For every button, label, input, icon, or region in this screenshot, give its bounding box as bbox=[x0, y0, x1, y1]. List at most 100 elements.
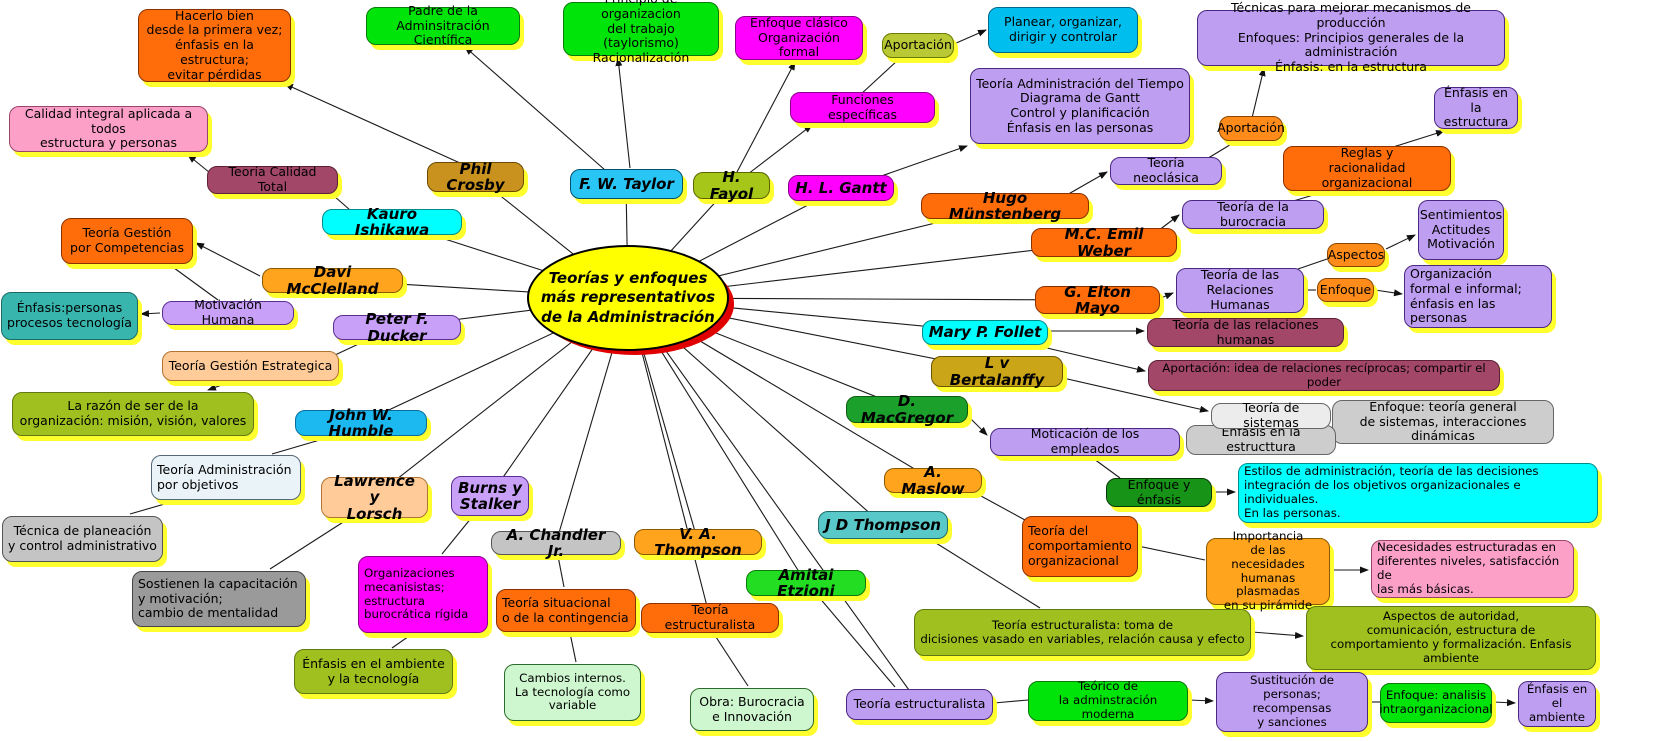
edge-line bbox=[1251, 631, 1304, 639]
node-tecnicas[interactable]: Técnicas para mejorar mecanismos de prod… bbox=[1197, 0, 1505, 74]
edge-line bbox=[391, 633, 413, 649]
node-enfasis-ambiente-tec[interactable]: Énfasis en el ambiente y la tecnología bbox=[294, 649, 453, 694]
node-gestion-competencias[interactable]: Teoría Gestión por Competencias bbox=[61, 218, 193, 264]
node-aspectos-autoridad[interactable]: Aspectos de autoridad, comunicación, est… bbox=[1306, 606, 1596, 670]
node-calidad-integral[interactable]: Calidad integral aplicada a todos estruc… bbox=[9, 106, 208, 152]
node-obra[interactable]: Obra: Burocracia e Innovación bbox=[690, 688, 814, 731]
edge-line bbox=[464, 46, 606, 171]
node-reglas[interactable]: Reglas y racionalidad organizacional bbox=[1283, 146, 1451, 191]
node-teoria-tiempo[interactable]: Teoría Administración del Tiempo Diagram… bbox=[970, 68, 1190, 144]
node-maslow[interactable]: A. Maslow bbox=[884, 464, 982, 497]
node-importancia[interactable]: Importancia de las necesidades humanas p… bbox=[1206, 529, 1330, 612]
node-enfasis-ambiente2[interactable]: Énfasis en el ambiente bbox=[1518, 681, 1596, 727]
edge-line bbox=[333, 195, 351, 211]
node-necesidades[interactable]: Necesidades estructuradas en diferentes … bbox=[1371, 540, 1574, 598]
node-comportamiento[interactable]: Teoría del comportamiento organizacional bbox=[1022, 516, 1138, 577]
node-follet[interactable]: Mary P. Follet bbox=[922, 320, 1048, 345]
node-estilos[interactable]: Estilos de administración, teoría de las… bbox=[1238, 463, 1598, 523]
node-cambios[interactable]: Cambios internos. La tecnología como var… bbox=[504, 664, 641, 721]
node-fayol[interactable]: H. Fayol bbox=[693, 169, 770, 202]
node-funciones[interactable]: Funciones específicas bbox=[790, 92, 935, 123]
node-hacerlo[interactable]: Hacerlo bien desde la primera vez; énfas… bbox=[138, 8, 291, 82]
node-burns[interactable]: Burns y Stalker bbox=[451, 476, 529, 516]
node-aportacion-top[interactable]: Aportación bbox=[882, 33, 954, 58]
node-sustitucion[interactable]: Sustitución de personas; recompensas y s… bbox=[1216, 672, 1368, 732]
node-enfoque-general[interactable]: Enfoque: teoría general de sistemas, int… bbox=[1332, 399, 1554, 444]
edge-line bbox=[1389, 130, 1445, 149]
node-neoclasica[interactable]: Teoría neoclásica bbox=[1110, 155, 1222, 185]
central-topic[interactable]: Teorías y enfoques más representativos d… bbox=[527, 245, 729, 351]
node-ishikawa[interactable]: Kauro Ishikawa bbox=[322, 205, 462, 238]
node-lawrence[interactable]: Lawrence y Lorsch bbox=[321, 473, 428, 522]
node-enfoque-clasico[interactable]: Enfoque clásico Organización formal bbox=[735, 15, 863, 60]
node-org-formal[interactable]: Organización formal e informal; énfasis … bbox=[1404, 265, 1552, 328]
node-calidad-total[interactable]: Teoría Calidad Total bbox=[207, 164, 338, 194]
edge-line bbox=[169, 264, 219, 301]
node-estructuralista-purple[interactable]: Teoría estructuralista bbox=[846, 689, 993, 720]
node-teorico[interactable]: Teórico de la adminstración moderna bbox=[1028, 679, 1188, 721]
node-enfoque-analisis[interactable]: Enfoque: analisis intraorganizacional bbox=[1379, 683, 1493, 723]
node-principio[interactable]: Principio de organizacion del trabajo (t… bbox=[563, 0, 719, 65]
node-vathompson[interactable]: V. A. Thompson bbox=[634, 525, 762, 558]
node-situacional[interactable]: Teoría situacional o de la contingencia bbox=[496, 589, 636, 632]
edge-line bbox=[736, 61, 796, 173]
node-rel-humanas2[interactable]: Teoría de las relaciones humanas bbox=[1147, 317, 1344, 347]
edge-line bbox=[817, 595, 896, 688]
node-mcclelland[interactable]: Davi McClelland bbox=[262, 264, 403, 297]
edge-line bbox=[1188, 697, 1214, 705]
node-ducker[interactable]: Peter F. Ducker bbox=[333, 311, 461, 344]
node-razon[interactable]: La razón de ser de la organización: misi… bbox=[12, 392, 254, 436]
node-chandler[interactable]: A. Chandler Jr. bbox=[491, 526, 621, 559]
node-humble[interactable]: John W. Humble bbox=[295, 406, 427, 439]
node-motivacion-humana[interactable]: Motivación Humana bbox=[162, 297, 294, 327]
node-weber[interactable]: M.C. Emil Weber bbox=[1031, 226, 1177, 259]
edge-line bbox=[569, 632, 577, 663]
node-gestion-estrategica[interactable]: Teoría Gestión Estrategica bbox=[162, 351, 339, 381]
node-enfoque-enfasis[interactable]: Enfoque y énfasis bbox=[1106, 477, 1212, 507]
node-bertalanffy[interactable]: L v Bertalanffy bbox=[931, 355, 1063, 388]
node-gantt[interactable]: H. L. Gantt bbox=[788, 175, 894, 201]
edge-line bbox=[869, 145, 968, 181]
node-munstenberg[interactable]: Hugo Münstenberg bbox=[921, 189, 1089, 222]
edge-line bbox=[927, 537, 1041, 609]
node-sostienen[interactable]: Sostienen la capacitación y motivación; … bbox=[132, 571, 306, 627]
node-tecnica-planeacion[interactable]: Técnica de planeación y control administ… bbox=[2, 516, 163, 562]
node-crosby[interactable]: Phil Crosby bbox=[427, 160, 524, 193]
node-jdthompson[interactable]: J D Thompson bbox=[818, 511, 948, 539]
node-enfasis-personas[interactable]: Énfasis:personas procesos tecnología bbox=[1, 292, 138, 340]
node-sentimientos[interactable]: Sentimientos Actitudes Motivación bbox=[1418, 200, 1504, 260]
node-tadmin-objetivos[interactable]: Teoría Administración por objetivos bbox=[151, 455, 301, 500]
node-macgregor[interactable]: D. MacGregor bbox=[846, 393, 968, 426]
edge-line bbox=[195, 242, 261, 277]
node-burocracia[interactable]: Teoría de la burocracia bbox=[1182, 199, 1324, 229]
node-enfasis-estructura[interactable]: Énfasis en la estructura bbox=[1434, 85, 1518, 129]
edge-line bbox=[557, 555, 565, 588]
node-aportacion2[interactable]: Aportación bbox=[1217, 116, 1285, 141]
node-aspectos[interactable]: Aspectos bbox=[1327, 243, 1385, 267]
edge-line bbox=[969, 489, 1026, 521]
node-planear[interactable]: Planear, organizar, dirigir y controlar bbox=[988, 7, 1138, 53]
node-sistemas[interactable]: Teoría de sistemas bbox=[1211, 400, 1331, 430]
edge-line bbox=[1062, 377, 1209, 413]
edge-line bbox=[207, 381, 231, 391]
node-aportacion-idea[interactable]: Aportación: idea de relaciones recíproca… bbox=[1148, 360, 1500, 391]
node-mayo[interactable]: G. Elton Mayo bbox=[1035, 283, 1160, 316]
node-taylor[interactable]: F. W. Taylor bbox=[570, 169, 683, 199]
edge-line bbox=[129, 500, 176, 515]
node-moticacion[interactable]: Moticación de los empleados bbox=[990, 426, 1180, 456]
node-rel-humanas[interactable]: Teoría de las Relaciones Humanas bbox=[1176, 268, 1304, 313]
edge-line bbox=[964, 412, 988, 436]
edge-line bbox=[953, 29, 987, 45]
node-enfoque-sm[interactable]: Enfoque bbox=[1317, 278, 1374, 302]
edge-line bbox=[441, 516, 473, 555]
node-estructuralista-toma[interactable]: Teoría estructuralista: toma de dicision… bbox=[914, 609, 1251, 656]
node-etzioni[interactable]: Amitai Etzioni bbox=[746, 566, 866, 599]
edge-line bbox=[713, 633, 749, 687]
edge-line bbox=[993, 699, 1029, 704]
edge-line bbox=[615, 57, 631, 169]
node-organizaciones[interactable]: Organizaciones mecanisistas; estructura … bbox=[358, 556, 488, 633]
node-padre[interactable]: Padre de la Adminsitración Científica bbox=[366, 3, 520, 47]
node-estructuralista-orange[interactable]: Teoría estructuralista bbox=[641, 602, 779, 633]
edge-line bbox=[1294, 257, 1331, 271]
